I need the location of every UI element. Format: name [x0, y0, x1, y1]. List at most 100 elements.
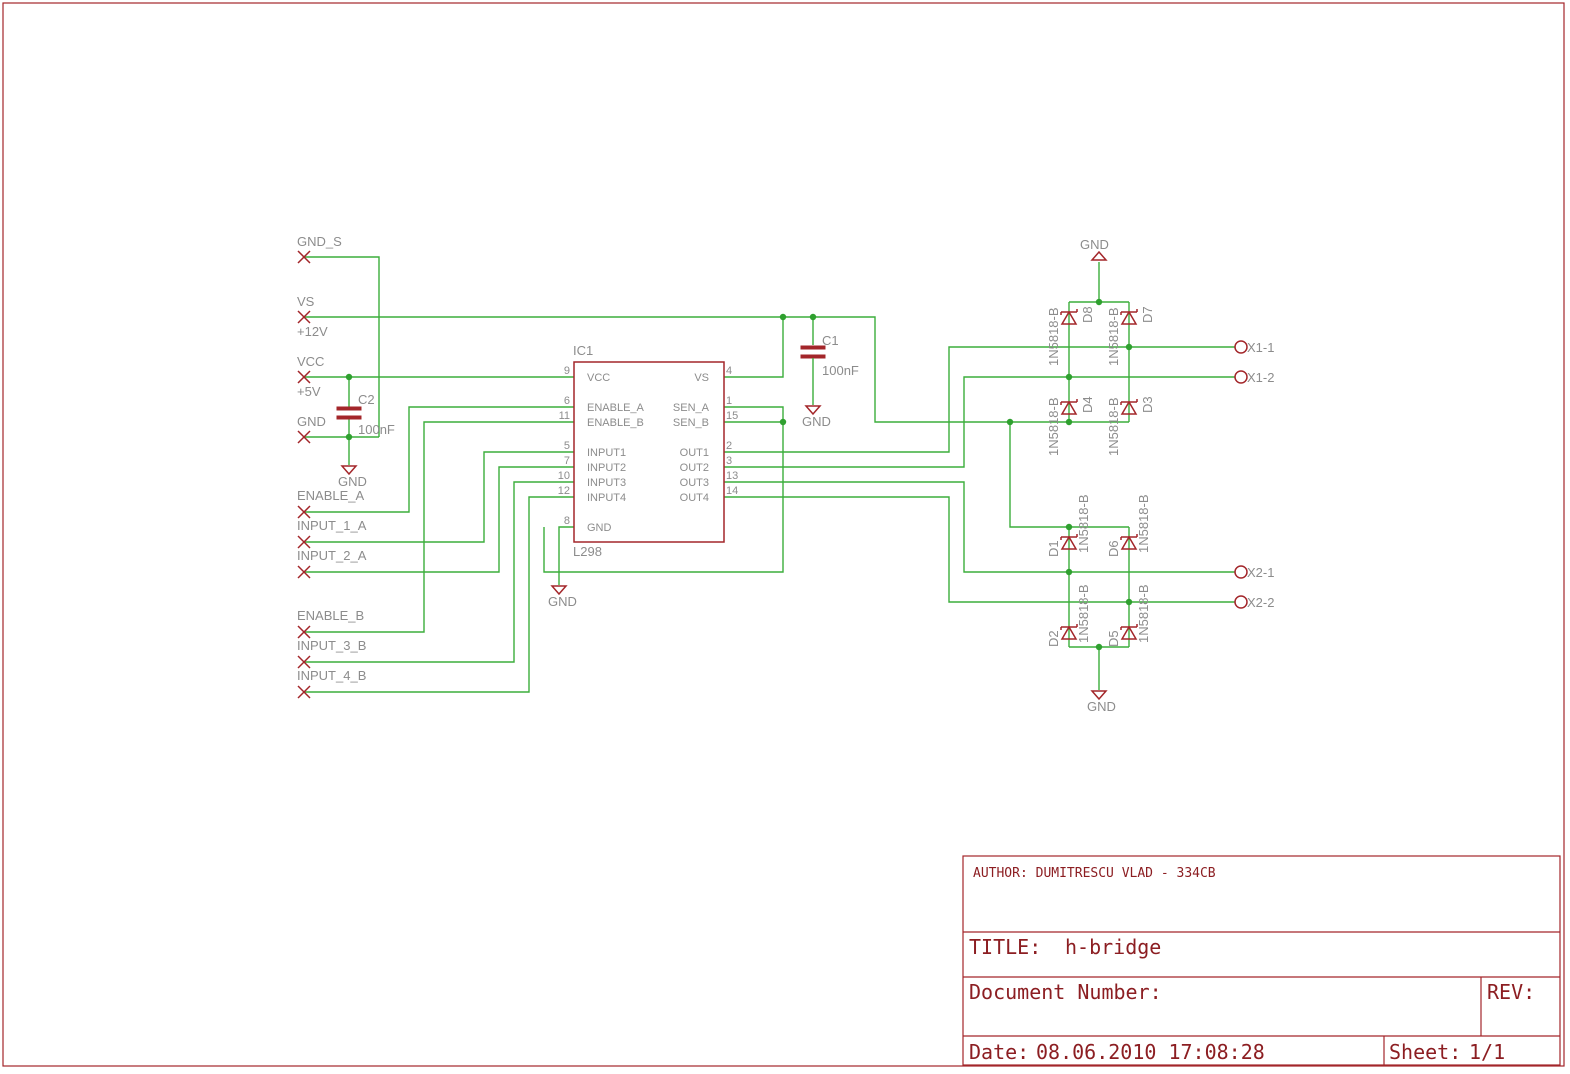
diode-d6-part: 1N5818-B: [1136, 494, 1151, 553]
ic-part: L298: [573, 544, 602, 559]
diode-d4: [1060, 399, 1078, 415]
sheet-value: 1/1: [1469, 1040, 1505, 1064]
ic-pin-num: 7: [564, 455, 570, 467]
ic-pin-num: 1: [726, 395, 732, 407]
diode-d8-name: D8: [1080, 306, 1095, 323]
diode-d7-part: 1N5818-B: [1106, 307, 1121, 366]
capacitor-c2-value: 100nF: [358, 422, 395, 437]
diode-d8: [1060, 309, 1078, 325]
diode-d3-part: 1N5818-B: [1106, 397, 1121, 456]
diode-d6-name: D6: [1106, 540, 1121, 557]
port-gnd-label: GND: [297, 414, 326, 429]
ic-name: IC1: [573, 343, 593, 358]
diode-d5-name: D5: [1106, 630, 1121, 647]
connector-x2-2: [1234, 595, 1248, 609]
diode-d4-name: D4: [1080, 396, 1095, 413]
ic-pin-num: 3: [726, 455, 732, 467]
diode-d7: [1120, 309, 1138, 325]
ground-symbol-c1: [804, 405, 822, 416]
ic-pin-num: 15: [726, 410, 738, 422]
ic-pin-num: 4: [726, 365, 732, 377]
ic-pin-name: OUT1: [680, 447, 709, 459]
ground-label-c1: GND: [802, 414, 831, 429]
port-vcc-label: VCC: [297, 354, 324, 369]
ic-pin-num: 5: [564, 440, 570, 452]
diode-d1-name: D1: [1046, 540, 1061, 557]
ic-pin-num: 2: [726, 440, 732, 452]
ground-label-ic: GND: [548, 594, 577, 609]
title-block: [962, 855, 1561, 1066]
ic-pin-num: 14: [726, 485, 738, 497]
connector-x2-1-label: X2-1: [1247, 565, 1274, 580]
port-enable-b-label: ENABLE_B: [297, 608, 364, 623]
ic-pin-name: SEN_A: [673, 402, 710, 414]
title-value: h-bridge: [1065, 935, 1161, 959]
ground-symbol-ic: [550, 585, 568, 596]
date-label: Date:: [969, 1040, 1029, 1064]
diode-d7-name: D7: [1140, 306, 1155, 323]
port-vs-value: +12V: [297, 324, 328, 339]
ic-pin-num: 9: [564, 365, 570, 377]
ground-label-bridge-top: GND: [1080, 237, 1109, 252]
author-text: AUTHOR: DUMITRESCU VLAD - 334CB: [973, 866, 1216, 881]
ic-pin-name: OUT4: [680, 492, 709, 504]
capacitor-c2: [336, 406, 362, 420]
diode-d8-part: 1N5818-B: [1046, 307, 1061, 366]
ic-pin-name: ENABLE_B: [587, 417, 644, 429]
port-input-3-b-label: INPUT_3_B: [297, 638, 366, 653]
port-input-4-b-label: INPUT_4_B: [297, 668, 366, 683]
ic-l298: [573, 361, 725, 543]
diode-d3-name: D3: [1140, 396, 1155, 413]
ic-pin-num: 6: [564, 395, 570, 407]
ground-label-bridge-bottom: GND: [1087, 699, 1116, 714]
wires: [304, 256, 1235, 693]
connector-x1-1: [1234, 340, 1248, 354]
port-gnd-s-label: GND_S: [297, 234, 342, 249]
capacitor-c1-name: C1: [822, 333, 839, 348]
connector-x1-2: [1234, 370, 1248, 384]
ic-pin-name: SEN_B: [673, 417, 709, 429]
diode-d5-part: 1N5818-B: [1136, 584, 1151, 643]
port-markers: [297, 250, 311, 699]
ground-symbol-bridge-top: [1090, 250, 1108, 261]
document-number-label: Document Number:: [969, 980, 1162, 1004]
rev-label: REV:: [1487, 980, 1535, 1004]
ic-pin-num: 12: [558, 485, 570, 497]
ground-symbol-bridge-bottom: [1090, 690, 1108, 701]
ic-pin-num: 10: [558, 470, 570, 482]
ic-pin-num: 13: [726, 470, 738, 482]
title-label: TITLE:: [969, 935, 1041, 959]
port-vcc-value: +5V: [297, 384, 321, 399]
ic-pin-name: INPUT2: [587, 462, 626, 474]
diode-d2-part: 1N5818-B: [1076, 584, 1091, 643]
capacitor-c2-name: C2: [358, 392, 375, 407]
diode-d5: [1120, 624, 1138, 640]
ic-pin-name: OUT3: [680, 477, 709, 489]
ic-pin-name: INPUT3: [587, 477, 626, 489]
sheet-label: Sheet:: [1389, 1040, 1461, 1064]
connector-x1-2-label: X1-2: [1247, 370, 1274, 385]
ic-pin-name: OUT2: [680, 462, 709, 474]
ic-pin-name: INPUT1: [587, 447, 626, 459]
ground-symbol-c2: [340, 465, 358, 476]
ic-pin-num: 11: [559, 410, 570, 422]
connector-x1-1-label: X1-1: [1247, 340, 1274, 355]
port-input-1-a-label: INPUT_1_A: [297, 518, 367, 533]
diode-d3: [1120, 399, 1138, 415]
ic-pin-name: INPUT4: [587, 492, 626, 504]
date-value: 08.06.2010 17:08:28: [1036, 1040, 1265, 1064]
port-enable-a-label: ENABLE_A: [297, 488, 365, 503]
port-vs-label: VS: [297, 294, 315, 309]
diode-d1-part: 1N5818-B: [1076, 494, 1091, 553]
connector-x2-1: [1234, 565, 1248, 579]
diode-d2-name: D2: [1046, 630, 1061, 647]
ground-label-c2: GND: [338, 474, 367, 489]
capacitor-c1-value: 100nF: [822, 363, 859, 378]
ic-pin-name: GND: [587, 522, 612, 534]
connector-x2-2-label: X2-2: [1247, 595, 1274, 610]
junctions: [345, 298, 1133, 651]
port-input-2-a-label: INPUT_2_A: [297, 548, 367, 563]
diode-d2: [1060, 624, 1078, 640]
